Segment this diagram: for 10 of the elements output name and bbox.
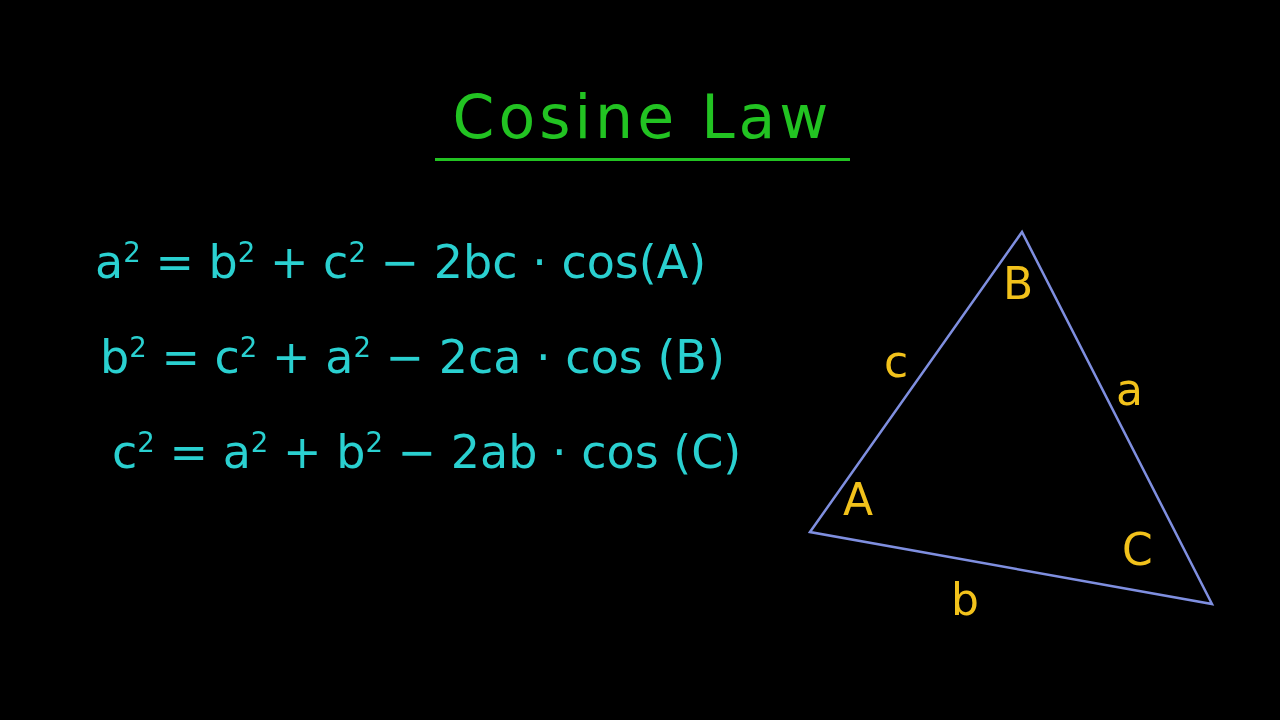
side-label: a xyxy=(1116,368,1143,412)
angle-label: A xyxy=(843,478,874,522)
side-label: c xyxy=(884,340,909,384)
equation: a$^{2}$ = b$^{2}$ + c$^{2}$ − 2bc · cos(A) xyxy=(95,235,707,289)
title: Cosine Law xyxy=(435,82,850,161)
equation: b$^{2}$ = c$^{2}$ + a$^{2}$ − 2ca · cos (B) xyxy=(100,330,725,384)
equation: c$^{2}$ = a$^{2}$ + b$^{2}$ − 2ab · cos (C) xyxy=(112,425,742,479)
angle-label: B xyxy=(1003,262,1034,306)
angle-label: C xyxy=(1122,528,1153,572)
side-label: b xyxy=(951,578,979,622)
